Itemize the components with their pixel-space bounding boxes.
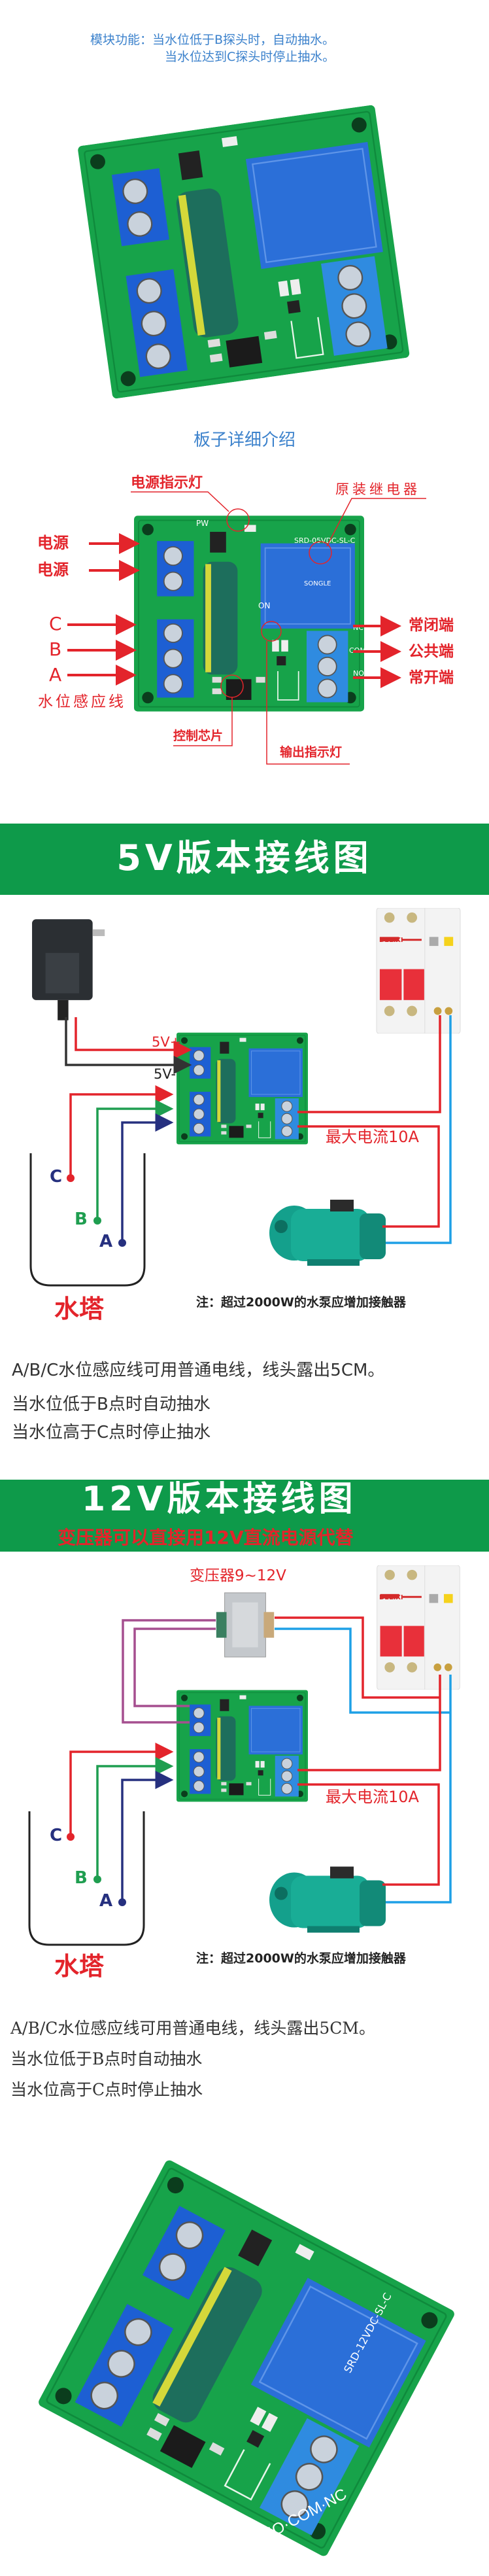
desc-line-3: 当水位高于C点时停止抽水 [12, 1423, 211, 1442]
banner-12v-title: 12V版本接线图 [82, 1480, 357, 1519]
transformer-label: 变压器9~12V [190, 1567, 286, 1584]
banner-12v-subtitle: 变压器可以直接用12V直流电源代替 [58, 1527, 354, 1548]
annotated-board: PW ON SRD-05VDC-SL-C SONGLE VIN NC COM N… [67, 491, 426, 765]
label-probe-c: C [49, 613, 62, 635]
desc-line-3: 当水位高于C点时停止抽水 [10, 2080, 203, 2099]
probe-c-label: C [50, 1826, 63, 1845]
probe-a-label: A [99, 1232, 113, 1251]
label-control-chip: 控制芯片 [173, 729, 224, 743]
probe-b-label: B [75, 1868, 88, 1888]
pcb-no-marking: NO [353, 669, 364, 678]
pump-power-note: 注：超过2000W的水泵应增加接触器 [196, 1295, 406, 1310]
callout-leaders [131, 491, 426, 765]
water-tank [28, 1811, 145, 1946]
label-relay: 原装继电器 [335, 481, 420, 497]
label-power-2: 电源 [37, 561, 69, 579]
board-detail-title: 板子详细介绍 [193, 430, 295, 450]
label-output-led: 输出指示灯 [280, 745, 343, 759]
label-common: 公共端 [409, 643, 454, 660]
banner-5v-title: 5V版本接线图 [116, 837, 373, 879]
wiring-diagram-12v: DELIXI [28, 1565, 460, 1946]
label-max-current: 最大电流10A [326, 1788, 419, 1806]
water-tower-label: 水塔 [54, 1295, 105, 1323]
relay-brand-marking: SONGLE [304, 580, 331, 587]
label-5v-plus: 5V+ [152, 1034, 182, 1050]
desc-line-1: A/B/C水位感应线可用普通电线，线头露出5CM。 [12, 1361, 385, 1380]
circuit-breaker [377, 1565, 460, 1690]
callout-arrows [67, 533, 401, 688]
label-probe-b: B [49, 638, 62, 660]
pcb-pw-marking: PW [196, 519, 209, 528]
desc-line-2: 当水位低于B点时自动抽水 [12, 1395, 211, 1414]
board-photo-top [76, 104, 411, 400]
module-function-line-2: 当水位达到C探头时停止抽水。 [165, 50, 335, 64]
label-power-led: 电源指示灯 [131, 475, 203, 491]
pump-power-note: 注：超过2000W的水泵应增加接触器 [196, 1951, 406, 1966]
module-board [177, 1690, 308, 1802]
label-max-current: 最大电流10A [326, 1128, 419, 1146]
breaker-brand: DELIXI [379, 937, 403, 944]
pcb-nc-marking: NC [353, 623, 363, 632]
transformer [216, 1592, 275, 1658]
desc-line-2: 当水位低于B点时自动抽水 [10, 2049, 203, 2068]
banner-12v: 12V版本接线图 变压器可以直接用12V直流电源代替 [0, 1480, 489, 1552]
pcb-on-marking: ON [258, 601, 270, 610]
desc-line-1: A/B/C水位感应线可用普通电线，线头露出5CM。 [10, 2019, 376, 2038]
label-5v-minus: 5V- [154, 1066, 177, 1082]
water-tank [29, 1153, 146, 1287]
module-board [177, 1032, 308, 1145]
label-probe-a: A [49, 664, 62, 686]
water-tower-label: 水塔 [54, 1952, 105, 1981]
label-normally-open: 常开端 [409, 669, 454, 686]
banner-5v: 5V版本接线图 [0, 824, 489, 895]
label-sensor-wire: 水位感应线 [38, 693, 126, 710]
probe-b-label: B [75, 1210, 88, 1229]
pcb-vin-marking: VIN [126, 540, 135, 553]
power-adapter [32, 919, 105, 1020]
breaker-brand: DELIXI [379, 1594, 403, 1601]
water-pump [269, 1866, 386, 1933]
wiring-diagram-5v: DELIXI [29, 908, 461, 1287]
circuit-breaker [376, 908, 461, 1034]
probe-a-label: A [99, 1891, 113, 1911]
label-power-1: 电源 [37, 534, 69, 552]
board-photo-bottom: NO·COM·NC SRD-12VDC-SL-C [36, 2157, 457, 2559]
relay-model-marking: SRD-05VDC-SL-C [294, 536, 356, 545]
probe-c-label: C [50, 1167, 63, 1187]
module-function-line-1: 模块功能：当水位低于B探头时，自动抽水。 [90, 33, 335, 47]
water-pump [269, 1200, 386, 1266]
label-normally-closed: 常闭端 [409, 617, 454, 634]
